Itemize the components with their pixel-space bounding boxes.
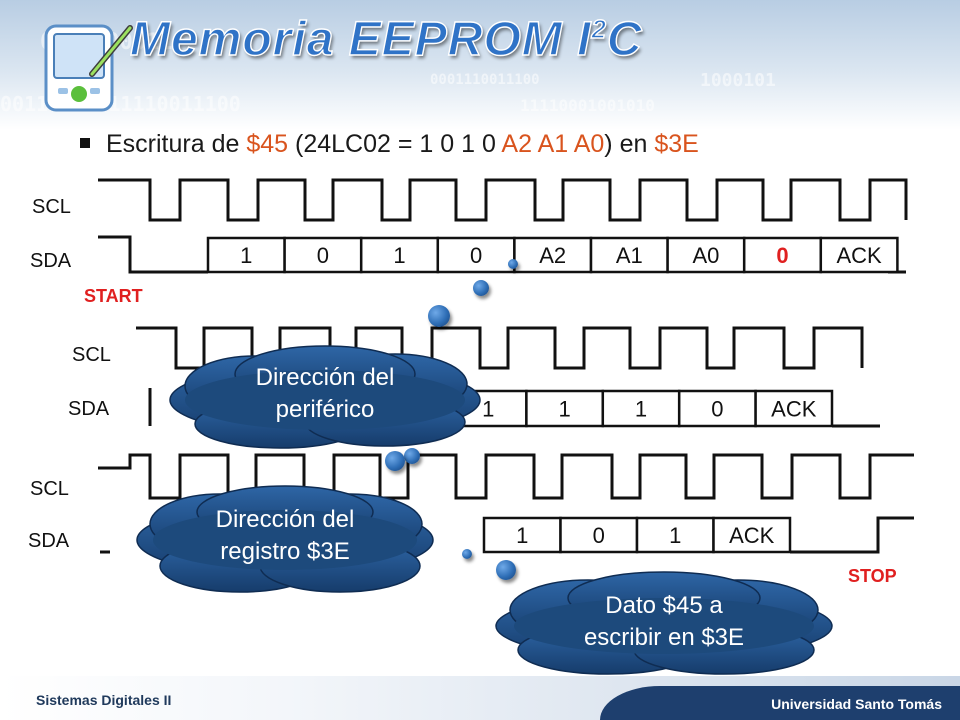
frame-2-bits: 1 1 1 0 ACK <box>448 389 834 428</box>
start-label: START <box>84 286 143 306</box>
callout-dot <box>404 448 420 464</box>
callout-text: Dirección del <box>215 506 355 533</box>
bit-label: 1 <box>669 523 681 548</box>
bit-box <box>525 389 605 428</box>
header-background: 0111100011 00111100011110011100 00011100… <box>0 0 960 130</box>
bit-label: 0 <box>470 243 482 268</box>
callout-text: periférico <box>275 396 375 423</box>
callout-dot <box>508 259 518 269</box>
scl-waveform-1 <box>98 178 908 222</box>
footer-course: Sistemas Digitales II <box>36 692 172 708</box>
footer-university: Universidad Santo Tomás <box>771 696 942 712</box>
scl-label-2: SCL <box>72 344 111 366</box>
bit-label: 1 <box>482 397 494 422</box>
bit-label: 1 <box>516 523 528 548</box>
bit-label: 1 <box>558 397 570 422</box>
bit-label: ACK <box>836 243 882 268</box>
binary-decoration: 00111100011110011100 <box>0 92 241 116</box>
binary-decoration: 11110001001010 <box>520 96 655 115</box>
callout-dot <box>473 280 489 296</box>
bullet-point: Escritura de $45 (24LC02 = 1 0 1 0 A2 A1… <box>80 130 699 159</box>
bit-box <box>712 516 792 554</box>
binary-decoration: 1000101 <box>700 70 776 91</box>
footer-accent <box>600 686 960 720</box>
bit-box <box>206 236 286 274</box>
bit-label: A1 <box>616 243 643 268</box>
sda-label-3: SDA <box>28 530 70 552</box>
bit-box <box>754 389 834 428</box>
callout-text: registro $3E <box>220 538 350 565</box>
bullet-square-icon <box>80 138 90 149</box>
stop-label: STOP <box>848 566 897 586</box>
bit-box <box>589 236 669 274</box>
bit-box <box>436 236 516 274</box>
scl-label-3: SCL <box>30 478 69 500</box>
frame-1-bits: 1 0 1 0 A2 A1 A0 0 ACK <box>206 236 899 274</box>
callout-text: escribir en $3E <box>583 624 745 651</box>
bit-box <box>666 236 746 274</box>
bit-label: 0 <box>593 523 605 548</box>
bit-box <box>482 516 562 554</box>
bit-box <box>677 389 757 428</box>
cloud-shape <box>136 485 434 593</box>
cloud-shape <box>169 345 481 449</box>
bit-label: 0 <box>776 243 788 268</box>
bit-box <box>283 236 363 274</box>
bit-label: A0 <box>692 243 719 268</box>
handheld-device-logo <box>44 24 133 112</box>
bit-label: ACK <box>771 397 817 422</box>
bit-label: 0 <box>711 397 723 422</box>
bit-label: 0 <box>317 243 329 268</box>
bit-label: 1 <box>635 397 647 422</box>
scl-label-1: SCL <box>32 196 71 218</box>
callout-dot <box>462 549 472 559</box>
callout-dot <box>428 305 450 327</box>
callout-dot <box>385 451 405 471</box>
callout-dot <box>496 560 516 580</box>
callout-text: Dato $45 a <box>605 592 723 619</box>
callout-data-value: Dato $45 a escribir en $3E <box>488 566 840 682</box>
cloud-shape <box>495 571 833 675</box>
sda-start-edge-1 <box>98 235 208 274</box>
sda-stop-rise-3 <box>790 516 914 554</box>
sda-label-1: SDA <box>30 250 72 272</box>
frame-3-bits: 1 0 1 ACK <box>482 516 792 554</box>
bit-box <box>635 516 715 554</box>
scl-waveform-3 <box>98 453 914 500</box>
callout-peripheral-address: Dirección del periférico <box>160 336 490 456</box>
bit-label: 1 <box>240 243 252 268</box>
binary-decoration: 0001110011100 <box>430 72 540 88</box>
slide-title: Memoria EEPROM I2C <box>129 12 643 66</box>
bit-label: ACK <box>729 523 775 548</box>
bit-label: 1 <box>393 243 405 268</box>
bit-box <box>601 389 681 428</box>
bit-box <box>819 236 899 274</box>
sda-label-2: SDA <box>68 398 110 420</box>
callout-text: Dirección del <box>255 364 395 391</box>
callout-register-address: Dirección del registro $3E <box>130 480 440 600</box>
bit-label: A2 <box>539 243 566 268</box>
